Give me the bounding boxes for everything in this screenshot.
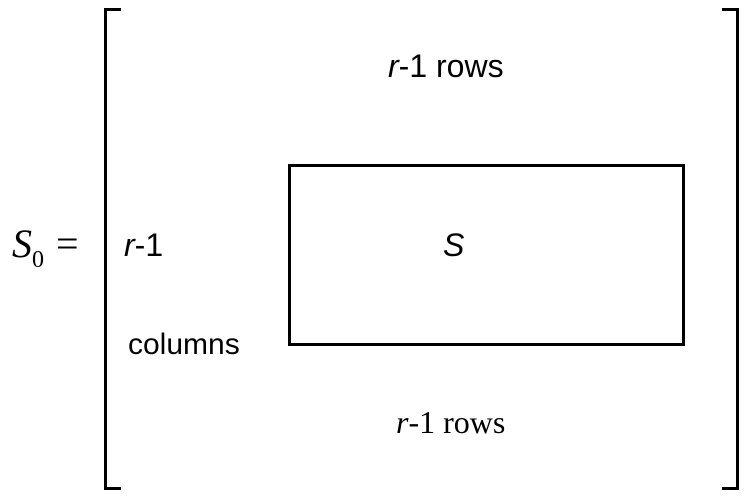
right-bracket [722,8,739,490]
bottom-rows-label: r-1 rows [396,406,505,438]
submatrix-label: S [443,227,465,263]
top-rows-label: r-1 rows [388,50,504,82]
matrix-name: S0 = [12,221,79,273]
lhs-subscript: 0 [32,247,44,273]
top-rows-variable: r [388,48,399,84]
left-columns-label: columns [128,328,240,361]
left-columns-variable: r [124,227,135,263]
bottom-rows-variable: r [396,404,409,440]
submatrix-box [288,164,685,346]
bottom-rows-text: -1 rows [408,404,506,440]
left-bracket [104,8,121,490]
left-columns-count-text: -1 [134,227,164,263]
left-columns-count-label: r-1 [124,229,163,261]
lhs-symbol: S [12,221,32,266]
top-rows-text: -1 rows [398,48,504,84]
equals-sign: = [56,221,79,266]
